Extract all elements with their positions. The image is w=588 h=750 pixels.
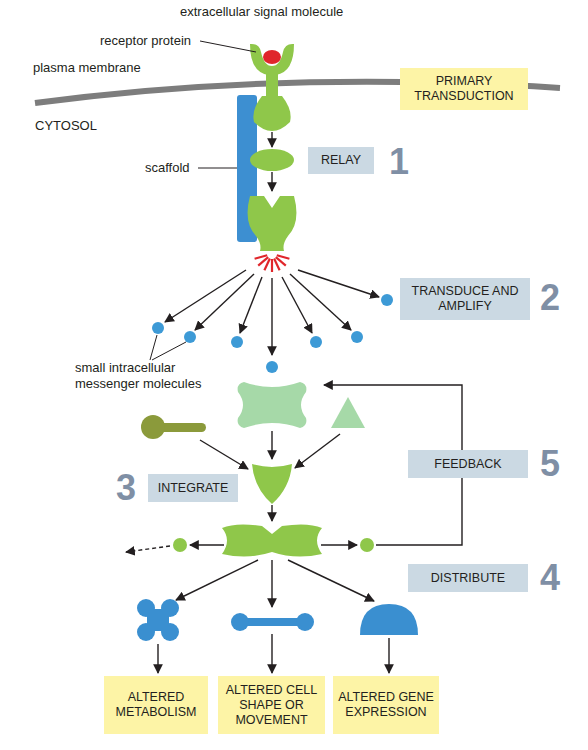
callout-number: 4 <box>540 560 570 596</box>
messenger-dot <box>184 331 196 343</box>
distributor-protein <box>222 524 322 556</box>
arrow <box>240 277 262 333</box>
box-label: RELAY <box>321 153 361 168</box>
messenger-molecules <box>152 294 393 373</box>
arrow <box>200 440 248 469</box>
callout-number: 3 <box>116 470 146 506</box>
part-label: extracellular signal molecule <box>180 4 370 20</box>
signal-molecule <box>263 50 281 64</box>
effector-core <box>147 609 169 631</box>
arrow <box>290 274 351 330</box>
released-molecule <box>360 538 374 552</box>
arrow <box>288 560 374 601</box>
arrow <box>271 132 272 147</box>
effector-lobe <box>231 613 249 631</box>
burst-ray <box>271 259 273 272</box>
box-label: INTEGRATE <box>158 481 229 496</box>
receptor-protein <box>250 44 294 75</box>
input-protein <box>331 397 365 428</box>
part-label: CYTOSOL <box>35 118 125 134</box>
effector-protein <box>231 613 314 631</box>
receptor-domain <box>253 96 290 131</box>
arrow <box>165 270 246 322</box>
arrow <box>321 544 357 545</box>
part-label: scaffold <box>145 160 205 176</box>
arrow <box>271 505 272 521</box>
dashed-arrow <box>126 546 170 552</box>
arrow <box>271 560 272 607</box>
arrow <box>295 434 340 468</box>
burst-ray <box>277 255 290 258</box>
arrow <box>190 544 224 545</box>
part-label: small intracellular messenger molecules <box>75 360 215 392</box>
arrow <box>271 172 272 191</box>
activation-burst <box>255 255 290 272</box>
part-label: plasma membrane <box>33 60 163 76</box>
leader-line <box>198 168 237 169</box>
stage-box: PRIMARY TRANSDUCTION <box>400 68 528 110</box>
step-box: INTEGRATE <box>148 474 238 502</box>
arrow <box>282 277 312 333</box>
callout-number: 2 <box>540 280 570 316</box>
leader-line <box>152 342 186 360</box>
callout-number: 1 <box>389 144 419 180</box>
messenger-dot <box>266 361 278 373</box>
step-box: FEEDBACK <box>408 450 528 478</box>
callout-number: 5 <box>540 446 570 482</box>
messenger-dot <box>381 294 393 306</box>
target-protein <box>238 382 307 428</box>
effector-protein <box>360 604 418 635</box>
effector-protein <box>137 599 179 641</box>
arrow <box>271 431 272 459</box>
outcome-box: ALTERED METABOLISM <box>104 676 208 734</box>
box-label: TRANSDUCE AND AMPLIFY <box>404 284 526 314</box>
part-label: receptor protein <box>100 33 210 49</box>
box-label: PRIMARY TRANSDUCTION <box>404 74 524 104</box>
input-protein-head <box>141 415 165 439</box>
step-box: TRANSDUCE AND AMPLIFY <box>400 278 530 320</box>
burst-ray <box>274 259 280 271</box>
arrow <box>271 278 272 355</box>
box-label: ALTERED GENE EXPRESSION <box>337 690 435 720</box>
messenger-dot <box>231 336 243 348</box>
arrow <box>298 270 379 297</box>
messenger-dot <box>152 322 164 334</box>
step-box: RELAY <box>308 147 374 174</box>
messenger-dot <box>310 336 322 348</box>
box-label: DISTRIBUTE <box>431 571 505 586</box>
arrow-fan <box>165 270 379 355</box>
amplifier-protein <box>248 196 297 251</box>
effector-bar <box>240 618 305 626</box>
burst-ray <box>255 255 268 258</box>
integrator-protein <box>252 464 292 504</box>
leader-line <box>200 41 256 52</box>
outcome-box: ALTERED CELL SHAPE OR MOVEMENT <box>218 676 325 734</box>
arrow <box>271 634 272 673</box>
arrow <box>176 560 258 600</box>
outcome-box: ALTERED GENE EXPRESSION <box>333 676 439 734</box>
step-box: DISTRIBUTE <box>408 564 528 592</box>
box-label: FEEDBACK <box>434 457 501 472</box>
leader-line <box>150 335 157 360</box>
released-molecule <box>173 538 187 552</box>
box-label: ALTERED METABOLISM <box>108 690 204 720</box>
effector-lobe <box>296 613 314 631</box>
arrow <box>157 644 158 673</box>
box-label: ALTERED CELL SHAPE OR MOVEMENT <box>222 683 321 728</box>
arrow <box>388 638 389 673</box>
messenger-dot <box>351 331 363 343</box>
relay-protein <box>250 149 294 171</box>
